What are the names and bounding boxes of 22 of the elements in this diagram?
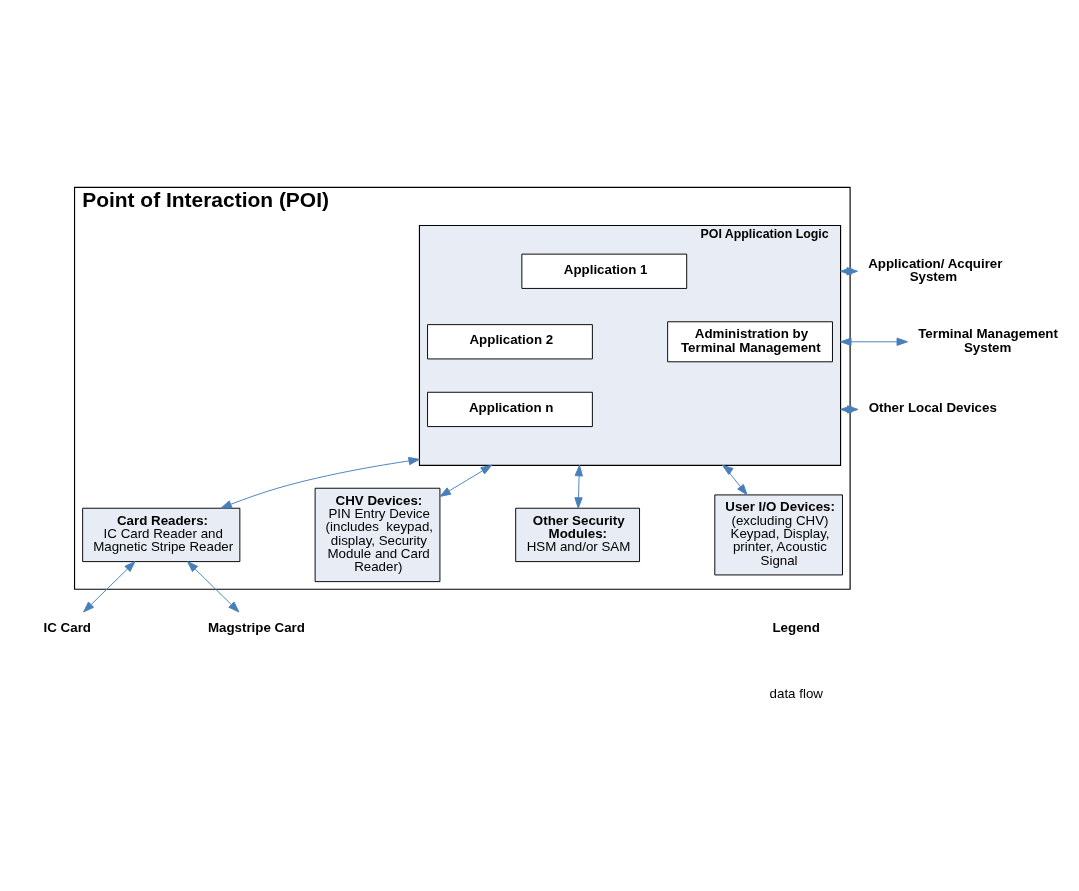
arrow bbox=[83, 561, 136, 613]
legend-label: data flow bbox=[769, 685, 823, 701]
node-box: Application n bbox=[427, 391, 593, 428]
arrow bbox=[574, 464, 583, 509]
node-box: Application 2 bbox=[427, 324, 593, 360]
arrow bbox=[220, 456, 420, 509]
arrow bbox=[187, 561, 240, 613]
node-box: CHV Devices: PIN Entry Device (includes keypad, display, Security Module and Card Reader) bbox=[314, 487, 441, 583]
node-box: Application 1 bbox=[521, 253, 688, 289]
node-box: User I/O Devices: (excluding CHV) Keypad, Display, printer, Acoustic Signal bbox=[714, 494, 843, 576]
node-text: Terminal Management System bbox=[918, 326, 1058, 355]
label: Legend bbox=[772, 619, 820, 635]
node-text: Other Local Devices bbox=[868, 400, 997, 415]
arrow bbox=[840, 337, 908, 346]
arrow bbox=[722, 464, 748, 496]
node-text: Magstripe Card bbox=[207, 619, 305, 635]
node-box: Card Readers: IC Card Reader and Magnetic Stripe Reader bbox=[82, 507, 241, 563]
node-box: Administration by Terminal Management bbox=[667, 321, 833, 363]
node-box: Other Security Modules: HSM and/or SAM bbox=[515, 507, 640, 563]
node-text: IC Card bbox=[43, 619, 91, 635]
node-text: Application/ Acquirer System bbox=[868, 255, 1003, 284]
arrow bbox=[439, 464, 493, 497]
